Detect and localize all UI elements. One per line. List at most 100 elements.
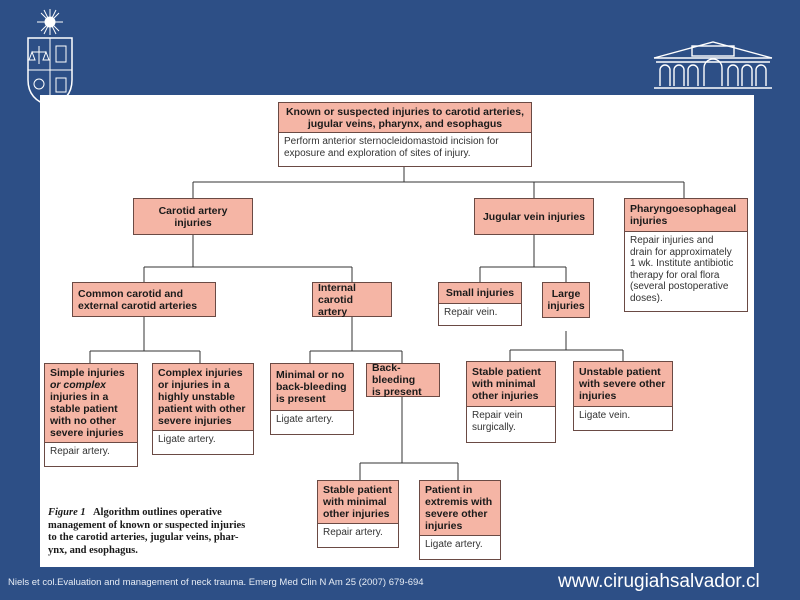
connector-lines: [89, 167, 685, 480]
figure-caption: Figure 1 Algorithm outlines operative ma…: [48, 507, 308, 557]
node-body-line: Ligate artery.: [276, 414, 334, 425]
node-body: Repair artery.: [317, 524, 399, 548]
node-body-line: Repair vein.: [444, 307, 498, 318]
node-body-line: Ligate vein.: [579, 410, 631, 421]
node-known-or-suspected-injuries: Known or suspected injuries to carotid a…: [278, 102, 532, 167]
node-header-line: Complex injuries: [158, 367, 243, 379]
website-url: www.cirugiahsalvador.cl: [558, 571, 760, 592]
node-header-line: artery: [318, 305, 348, 318]
node-header-line: or complex: [50, 379, 107, 391]
node-body-line: drain for approximately: [630, 246, 732, 258]
node-body-line: exposure and exploration of sites of inj…: [284, 147, 471, 159]
node-header-line: with minimal: [472, 378, 536, 390]
node-body-line: 1 wk. Institute antibiotic: [630, 258, 734, 269]
node-header-line: Large: [551, 288, 581, 300]
node-header-line: injuries: [630, 215, 668, 227]
node-body: Repair vein.: [438, 304, 522, 326]
node-body-line: therapy for oral flora: [630, 269, 720, 281]
node-header-line: or injuries in a: [158, 379, 230, 391]
node-header-line: external carotid arteries: [78, 299, 198, 312]
node-header-line: Known or suspected injuries to carotid a…: [285, 105, 525, 118]
node-body: Ligate vein.: [573, 407, 673, 431]
node-header-line: injuries: [547, 300, 585, 312]
node-body-line: Ligate artery.: [158, 434, 216, 445]
node-header-line: Pharyngoesophageal: [630, 203, 737, 215]
node-header-line: Stable patient: [472, 366, 541, 378]
node-header-line: Jugular vein injuries: [482, 210, 586, 223]
node-header-line: Back-bleeding: [372, 362, 416, 386]
node-body-line: Repair artery.: [50, 446, 110, 457]
node-header: Carotid artery injuries: [133, 198, 253, 235]
caption-line: to the carotid arteries, jugular veins, …: [48, 532, 239, 543]
node-header-line: Small injuries: [445, 287, 515, 299]
node-body-line: Repair vein: [472, 410, 523, 421]
node-body: Perform anterior sternocleidomastoid inc…: [278, 133, 532, 167]
node-body: Ligate artery.: [270, 411, 354, 435]
node-header-line: jugular veins, pharynx, and esophagus: [307, 117, 503, 130]
node-header-line: injuries: [579, 390, 617, 402]
node-header-line: Internal carotid: [318, 281, 356, 306]
node-header-line: with severe other: [579, 378, 666, 390]
node-carotid-artery-injuries: Carotid artery injuries: [133, 198, 253, 235]
node-small-injuries: Small injuries Repair vein.: [438, 282, 522, 326]
node-jugular-vein-injuries: Jugular vein injuries: [474, 198, 594, 235]
node-header-line: with no other: [50, 415, 116, 427]
figure-label: Figure 1: [48, 507, 86, 518]
node-header-line: Unstable patient: [579, 366, 661, 378]
node-header-line: Patient in: [425, 484, 473, 496]
node-header: Known or suspected injuries to carotid a…: [278, 102, 532, 133]
node-header-line: other injuries: [323, 508, 390, 520]
node-header-line: Stable patient: [323, 484, 392, 496]
caption-line: ynx, and esophagus.: [48, 544, 138, 556]
node-header-line: severe other: [425, 508, 488, 520]
node-header-line: back-bleeding: [276, 381, 347, 393]
node-header-line: severe injuries: [158, 415, 232, 427]
node-header-line: injuries: [425, 520, 463, 532]
node-body: Ligate artery.: [419, 536, 501, 560]
node-header: Small injuries: [438, 282, 522, 304]
node-body-line: doses).: [630, 292, 663, 304]
node-header-line: injuries in a: [50, 391, 109, 403]
node-header-line: other injuries: [472, 390, 539, 402]
node-header-line: highly unstable: [158, 391, 236, 403]
node-body: Repair artery.: [44, 443, 138, 467]
flowchart-panel: Known or suspected injuries to carotid a…: [40, 95, 754, 567]
node-header-line: with minimal: [323, 496, 387, 508]
node-header-line: Common carotid and: [78, 287, 184, 300]
node-body-line: Repair injuries and: [630, 235, 714, 246]
node-body-line: surgically.: [472, 421, 516, 433]
citation-text: Niels et col.Evaluation and management o…: [8, 577, 424, 588]
hospital-building-logo: [653, 41, 773, 89]
node-body-line: Perform anterior sternocleidomastoid inc…: [284, 136, 499, 147]
node-body: Ligate artery.: [152, 431, 254, 455]
node-body-line: Repair artery.: [323, 527, 383, 538]
caption-line: Algorithm outlines operative: [92, 507, 222, 518]
university-crest-logo: [27, 9, 73, 107]
node-body-line: Ligate artery.: [425, 539, 483, 550]
caption-line: management of known or suspected injurie…: [48, 519, 246, 531]
node-header-line: severe injuries: [50, 427, 124, 439]
node-header-line: Carotid artery injuries: [158, 204, 228, 229]
